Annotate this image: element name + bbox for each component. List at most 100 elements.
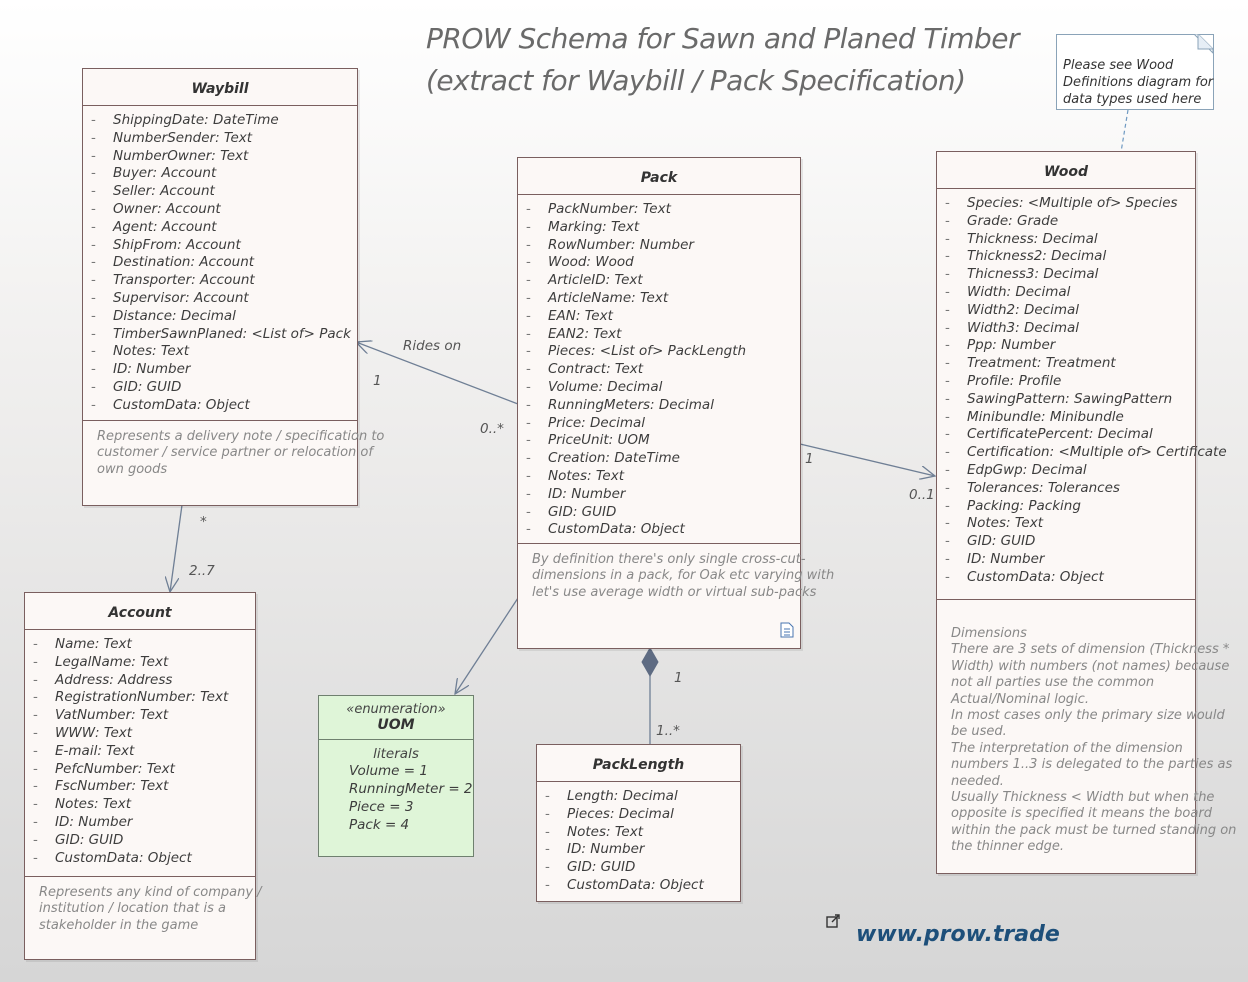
visibility-marker: - (91, 218, 96, 235)
attribute-list: -Name: Text-LegalName: Text-Address: Add… (25, 630, 255, 876)
visibility-marker: - (945, 479, 950, 496)
mult-waybill-1: 1 (373, 373, 382, 389)
visibility-marker: - (91, 289, 96, 306)
note-line: stakeholder in the game (39, 917, 199, 933)
visibility-marker: - (91, 147, 96, 164)
attribute-item: -CustomData: Object (83, 397, 357, 415)
visibility-marker: - (526, 485, 531, 502)
visibility-marker: - (526, 254, 531, 271)
class-note: By definition there's only single cross-… (518, 543, 834, 644)
visibility-marker: - (33, 813, 38, 830)
item-text: Distance: Decimal (113, 307, 236, 324)
visibility-marker: - (33, 636, 38, 652)
class-name: Account (25, 593, 255, 630)
item-text: PackNumber: Text (548, 201, 671, 217)
attribute-item: -GID: GUID (83, 379, 357, 397)
attribute-item: -Thicness3: Decimal (937, 266, 1195, 284)
note-line: let's use average width or virtual sub-p… (532, 584, 817, 600)
item-text: Thickness2: Decimal (967, 248, 1107, 265)
class-wood[interactable]: Wood -Species: <Multiple of> Species-Gra… (936, 151, 1237, 874)
attribute-item: -CustomData: Object (25, 850, 255, 868)
class-packlength[interactable]: PackLength -Length: Decimal-Pieces: Deci… (536, 744, 741, 902)
item-text: Volume: Decimal (548, 378, 663, 395)
item-text: ID: Number (967, 550, 1045, 567)
item-text: ArticleName: Text (548, 289, 669, 306)
attribute-item: -Transporter: Account (83, 272, 357, 290)
item-text: ID: Number (567, 841, 645, 858)
external-link-icon[interactable] (826, 914, 840, 932)
attribute-item: -Distance: Decimal (83, 308, 357, 326)
item-text: GID: GUID (967, 533, 1036, 550)
item-text: Notes: Text (113, 343, 189, 360)
note-line: not all parties use the common (951, 675, 1155, 691)
item-text: CustomData: Object (967, 568, 1104, 585)
item-text: GID: GUID (55, 831, 124, 848)
visibility-marker: - (91, 129, 96, 146)
note-box[interactable]: Please see Wood Definitions diagram for … (1056, 34, 1214, 110)
visibility-marker: - (526, 236, 531, 253)
visibility-marker: - (91, 165, 96, 182)
visibility-marker: - (526, 503, 531, 520)
class-waybill[interactable]: Waybill -ShippingDate: DateTime-NumberSe… (82, 68, 385, 506)
item-text: ID: Number (55, 813, 133, 830)
website-link[interactable]: www.prow.trade (856, 922, 1060, 947)
attribute-item: -CustomData: Object (937, 569, 1195, 587)
note-line-3: data types used here (1063, 92, 1202, 107)
item-text: CustomData: Object (113, 396, 250, 413)
attribute-item: -Certification: <Multiple of> Certificat… (937, 444, 1227, 462)
item-text: Marking: Text (548, 218, 640, 235)
title-line-1: PROW Schema for Sawn and Planed Timber (426, 22, 1020, 55)
mult-pack-0star: 0..* (480, 421, 504, 437)
item-text: Packing: Packing (967, 497, 1081, 514)
visibility-marker: - (945, 461, 950, 478)
item-text: GID: GUID (113, 378, 182, 395)
visibility-marker: - (945, 444, 950, 461)
item-text: ShipFrom: Account (113, 236, 241, 253)
attribute-item: -RowNumber: Number (518, 237, 800, 255)
visibility-marker: - (545, 876, 550, 893)
item-text: Piece = 3 (349, 799, 414, 815)
visibility-marker: - (33, 760, 38, 777)
visibility-marker: - (545, 859, 550, 876)
note-line: the thinner edge. (951, 839, 1065, 855)
attribute-item: -ArticleName: Text (518, 290, 800, 308)
visibility-marker: - (945, 195, 950, 211)
item-text: Volume = 1 (349, 763, 428, 779)
item-text: PriceUnit: UOM (548, 432, 650, 449)
visibility-marker: - (526, 343, 531, 360)
attribute-item: -GID: GUID (937, 533, 1195, 551)
note-line: needed. (951, 773, 1004, 789)
mult-pack-len-1: 1 (674, 670, 683, 686)
item-text: Pieces: <List of> PackLength (548, 343, 747, 360)
class-note: Represents a delivery note / specificati… (83, 420, 385, 501)
item-text: Length: Decimal (567, 788, 678, 804)
item-text: Notes: Text (567, 823, 643, 840)
attribute-item: -EdpGwp: Decimal (937, 462, 1195, 480)
enum-stereotype: «enumeration» (346, 702, 446, 717)
attribute-item: -Notes: Text (937, 515, 1195, 533)
note-line: numbers 1..3 is delegated to the parties… (951, 757, 1233, 773)
attribute-item: -FscNumber: Text (25, 778, 255, 796)
item-text: RowNumber: Number (548, 236, 694, 253)
visibility-marker: - (545, 805, 550, 822)
attribute-item: -Grade: Grade (937, 213, 1195, 231)
item-text: Width2: Decimal (967, 301, 1079, 318)
visibility-marker: - (91, 307, 96, 324)
class-account[interactable]: Account -Name: Text-LegalName: Text-Addr… (24, 592, 262, 960)
item-text: Minibundle: Minibundle (967, 408, 1124, 425)
enum-literal: Piece = 3 (349, 798, 473, 816)
item-text: Transporter: Account (113, 272, 255, 289)
attribute-item: -Volume: Decimal (518, 379, 800, 397)
note-line: Represents a delivery note / specificati… (97, 429, 385, 444)
attribute-item: -GID: GUID (518, 504, 800, 522)
note-line: customer / service partner or relocation… (97, 445, 373, 461)
note-line: within the pack must be turned standing … (951, 822, 1237, 838)
note-line-2: Definitions diagram for (1063, 75, 1214, 90)
visibility-marker: - (945, 533, 950, 550)
item-text: Grade: Grade (967, 212, 1059, 229)
note-line: Usually Thickness < Width but when the (951, 790, 1215, 806)
attribute-item: -EAN: Text (518, 308, 800, 326)
class-pack[interactable]: Pack -PackNumber: Text-Marking: Text-Row… (517, 157, 834, 649)
